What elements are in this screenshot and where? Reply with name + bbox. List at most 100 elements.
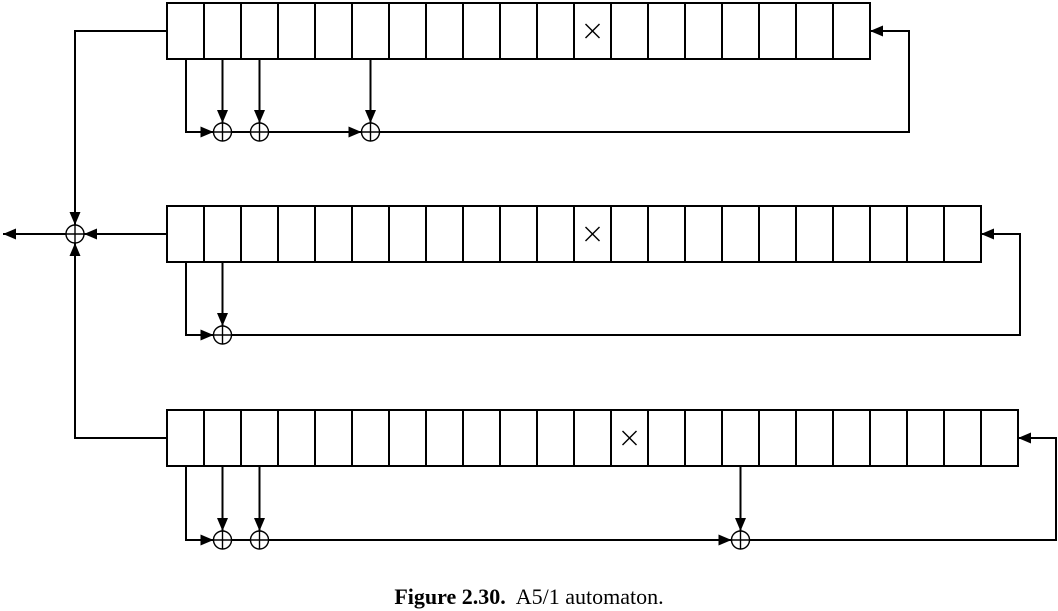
output-arrowhead bbox=[84, 228, 97, 240]
register-3-output-wire bbox=[74, 243, 167, 439]
chain-arrowhead bbox=[348, 126, 362, 138]
register-1-cell bbox=[499, 2, 538, 60]
tap-arrowhead bbox=[200, 329, 214, 341]
register-2-cell bbox=[203, 205, 242, 263]
arrowheads bbox=[3, 25, 1031, 546]
register-1-cell bbox=[314, 2, 353, 60]
register-3-cell bbox=[795, 409, 834, 467]
register-1-cell bbox=[462, 2, 501, 60]
register-3-cell bbox=[758, 409, 797, 467]
figure-caption-text: A5/1 automaton. bbox=[515, 584, 664, 609]
register-1-feedback-xor-icon bbox=[360, 122, 381, 142]
register-1-cell bbox=[758, 2, 797, 60]
register-3-cell bbox=[869, 409, 908, 467]
register-3-cell bbox=[425, 409, 464, 467]
register-1-cell bbox=[277, 2, 316, 60]
tap-arrowhead bbox=[365, 110, 376, 123]
tap-arrowhead bbox=[254, 518, 265, 531]
output-xor-icon bbox=[65, 224, 85, 244]
register-1-cell bbox=[425, 2, 464, 60]
register-3-cell bbox=[536, 409, 575, 467]
register-1-cell bbox=[647, 2, 686, 60]
xor-gates bbox=[65, 122, 751, 550]
register-2-cell bbox=[647, 205, 686, 263]
output-arrowhead bbox=[69, 212, 81, 225]
register-1-feedback-xor-icon bbox=[212, 122, 233, 142]
tap-arrowhead bbox=[254, 110, 265, 123]
register-3-feedback-xor-icon bbox=[249, 530, 270, 550]
output-arrowhead bbox=[3, 228, 16, 240]
tap-arrowhead bbox=[217, 110, 228, 123]
register-1-cell bbox=[203, 2, 242, 60]
register-3-cell bbox=[684, 409, 723, 467]
register-3-cell bbox=[647, 409, 686, 467]
register-1-cell bbox=[536, 2, 575, 60]
register-2-cell bbox=[758, 205, 797, 263]
register-1-cell bbox=[610, 2, 649, 60]
register-2-cell bbox=[721, 205, 760, 263]
tap-arrowhead bbox=[217, 518, 228, 531]
register-1-cell bbox=[684, 2, 723, 60]
register-3-cell bbox=[832, 409, 871, 467]
register-2-cell bbox=[166, 205, 205, 263]
register-1-cell bbox=[388, 2, 427, 60]
register-2-feedback-xor-icon bbox=[212, 325, 233, 345]
register-3-cell bbox=[906, 409, 945, 467]
register-3-cell bbox=[314, 409, 353, 467]
register-2-cell bbox=[943, 205, 982, 263]
register-1-cell bbox=[166, 2, 205, 60]
register-3-cell bbox=[721, 409, 760, 467]
register-2-cell bbox=[499, 205, 538, 263]
register-3-cell bbox=[980, 409, 1019, 467]
register-2-first-tap-wire bbox=[185, 262, 214, 336]
a51-automaton-diagram bbox=[3, 2, 1057, 550]
register-3-cell bbox=[277, 409, 316, 467]
register-3-feedback-wire bbox=[749, 437, 1057, 541]
register-3-cell bbox=[573, 409, 612, 467]
register-1-cell bbox=[832, 2, 871, 60]
register-1-cell bbox=[240, 2, 279, 60]
register-2-cell bbox=[684, 205, 723, 263]
register-2-cell bbox=[240, 205, 279, 263]
registers bbox=[166, 2, 1019, 467]
register-3-cell bbox=[240, 409, 279, 467]
register-3-cell bbox=[203, 409, 242, 467]
output-arrowhead bbox=[69, 243, 81, 256]
register-3-cell bbox=[462, 409, 501, 467]
register-2-cell bbox=[906, 205, 945, 263]
register-3-cell bbox=[499, 409, 538, 467]
tap-arrowhead bbox=[217, 313, 228, 326]
register-1-output-wire bbox=[74, 30, 167, 225]
register-2-cell bbox=[795, 205, 834, 263]
register-2-cell bbox=[277, 205, 316, 263]
clock-bit-times-icon bbox=[585, 226, 600, 242]
chain-arrowhead bbox=[718, 534, 732, 546]
register-1-cell bbox=[795, 2, 834, 60]
register-3-cell bbox=[351, 409, 390, 467]
register-2-cell bbox=[536, 205, 575, 263]
register-3-first-tap-wire bbox=[185, 466, 214, 541]
tap-arrowhead bbox=[200, 126, 214, 138]
tap-arrowhead bbox=[200, 534, 214, 546]
feedback-arrowhead bbox=[1018, 432, 1031, 444]
register-1-cell bbox=[721, 2, 760, 60]
register-1-first-tap-wire bbox=[185, 59, 214, 133]
feedback-arrowhead bbox=[870, 25, 883, 37]
clock-bit-times-icon bbox=[585, 23, 600, 39]
register-2-cell bbox=[610, 205, 649, 263]
figure-number: Figure 2.30. bbox=[394, 584, 506, 609]
register-1-cell bbox=[351, 2, 390, 60]
register-3-feedback-xor-icon bbox=[212, 530, 233, 550]
register-3-cell bbox=[388, 409, 427, 467]
register-2-cell bbox=[462, 205, 501, 263]
register-1-feedback-wire bbox=[379, 30, 910, 133]
register-2-cell bbox=[388, 205, 427, 263]
register-2-cell bbox=[425, 205, 464, 263]
register-3-cell bbox=[166, 409, 205, 467]
clock-bit-times-icon bbox=[622, 430, 637, 446]
register-2-cell bbox=[314, 205, 353, 263]
register-1-feedback-xor-icon bbox=[249, 122, 270, 142]
figure-caption: Figure 2.30. A5/1 automaton. bbox=[0, 584, 1058, 610]
tap-arrowhead bbox=[735, 518, 746, 531]
register-3-cell bbox=[943, 409, 982, 467]
